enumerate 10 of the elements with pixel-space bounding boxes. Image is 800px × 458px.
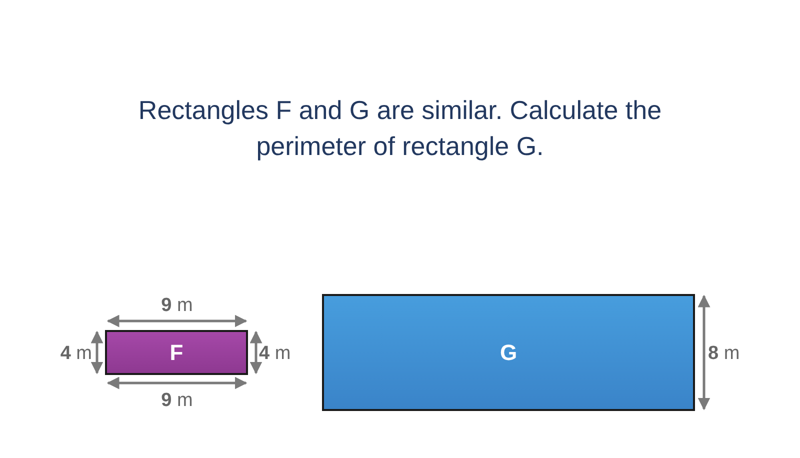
- title: Rectangles F and G are similar. Calculate the perimeter of rectangle G.: [137, 94, 663, 163]
- rectangle: [105, 330, 248, 375]
- shape-letter: F: [170, 340, 184, 366]
- rectangle: [322, 294, 695, 411]
- dimension-label: 9 m: [161, 390, 193, 412]
- dimension-label: 4 m: [259, 343, 291, 365]
- dimension-label: 4 m: [60, 343, 92, 365]
- dimension-label: 8 m: [708, 343, 740, 365]
- shape-letter: G: [500, 340, 518, 366]
- dimension-label: 9 m: [161, 295, 193, 317]
